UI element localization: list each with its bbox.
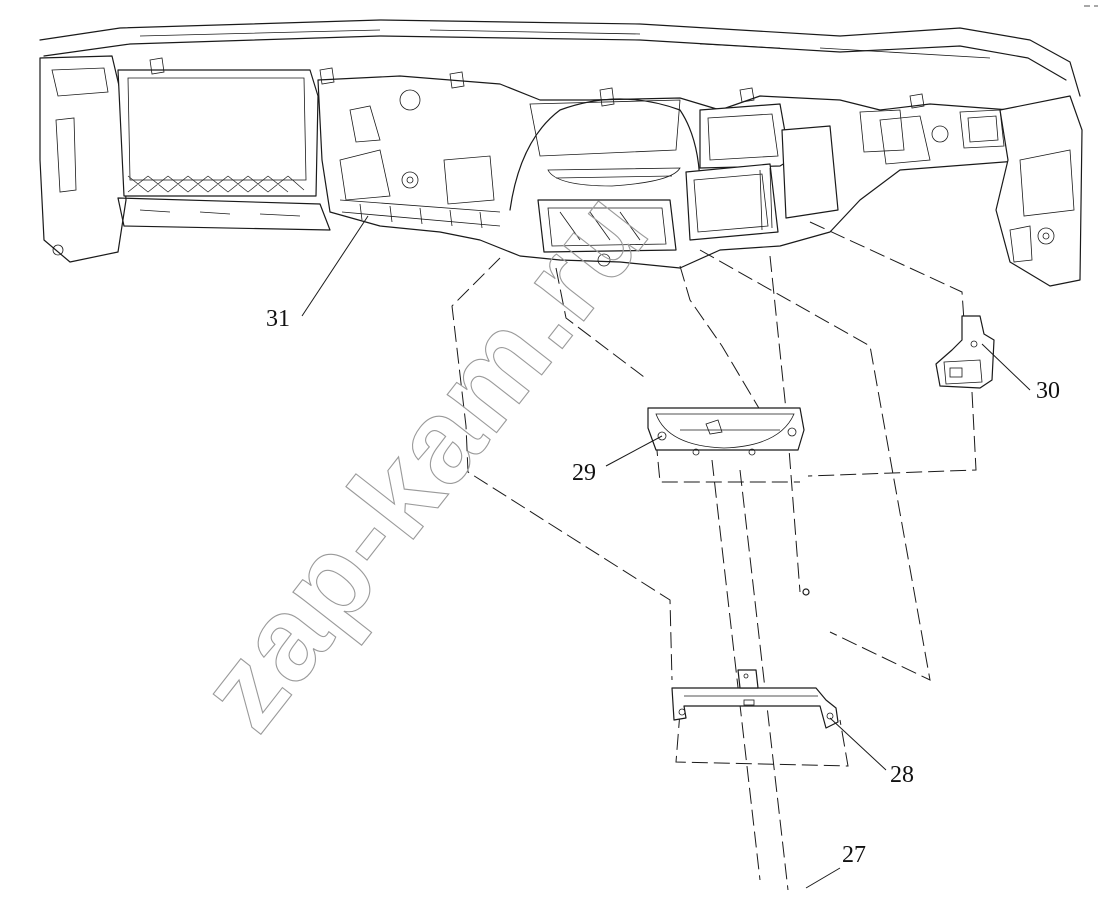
callout-29: 29: [572, 460, 596, 486]
instrument-panel-assembly: [39, 19, 1083, 287]
lower-bracket: [671, 669, 839, 729]
callout-30: 30: [1036, 378, 1060, 404]
bolt: [802, 588, 810, 596]
callout-28: 28: [890, 762, 914, 788]
callout-31: 31: [266, 306, 290, 332]
side-bracket: [935, 315, 995, 389]
watermark: zap-kam.ru: [174, 166, 674, 754]
center-bracket: [647, 407, 805, 456]
leader-lines: [301, 215, 1031, 889]
callout-27: 27: [842, 842, 866, 868]
assembly-lines: [451, 221, 977, 891]
